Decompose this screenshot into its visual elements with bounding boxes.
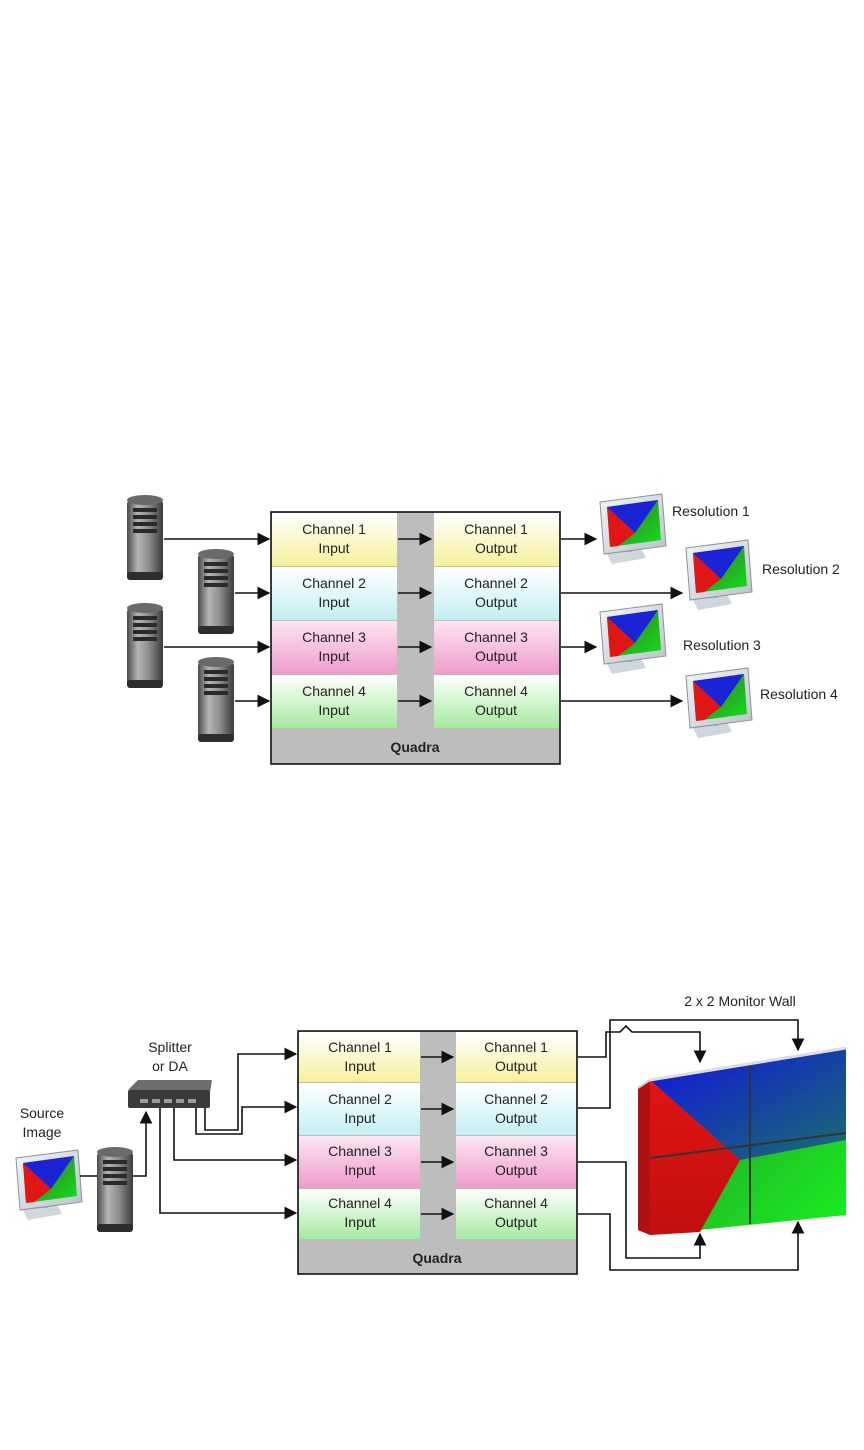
input-channel-1: Channel 1 Input xyxy=(299,1032,420,1082)
resolution-1-label: Resolution 1 xyxy=(672,503,750,519)
splitter-device xyxy=(128,1080,212,1108)
output-channel-2: Channel 2 Output xyxy=(434,567,559,620)
channel-4-input-line1: Channel 4 xyxy=(302,683,366,699)
quadra-label: Quadra xyxy=(390,739,439,755)
input-channel-3: Channel 3 Input xyxy=(299,1136,420,1188)
splitter-to-input-3 xyxy=(173,1108,298,1167)
channel-1-input-line1: Channel 1 xyxy=(302,521,366,537)
resolution-4-label: Resolution 4 xyxy=(760,686,838,702)
channel-1-output-line1: Channel 1 xyxy=(484,1039,548,1055)
server-icon xyxy=(127,603,163,688)
output-channel-3: Channel 3 Output xyxy=(434,621,559,674)
channel-2-output-line1: Channel 2 xyxy=(484,1091,548,1107)
resolution-2-label: Resolution 2 xyxy=(762,561,840,577)
output-channel-3: Channel 3 Output xyxy=(456,1136,576,1188)
output-channel-4: Channel 4 Output xyxy=(456,1189,576,1239)
resolution-3-label: Resolution 3 xyxy=(683,637,761,653)
server-icon xyxy=(127,495,163,580)
input-channel-2: Channel 2 Input xyxy=(299,1083,420,1135)
channel-1-input-line2: Input xyxy=(318,540,349,556)
channel-1-output-line2: Output xyxy=(495,1058,537,1074)
channel-3-output-line1: Channel 3 xyxy=(464,629,528,645)
channel-2-input-line2: Input xyxy=(344,1110,375,1126)
channel-2-output-line2: Output xyxy=(475,594,517,610)
channel-4-output-line1: Channel 4 xyxy=(484,1195,548,1211)
channel-3-input-line1: Channel 3 xyxy=(328,1143,392,1159)
channel-4-input-line2: Input xyxy=(344,1214,375,1230)
channel-1-input-line1: Channel 1 xyxy=(328,1039,392,1055)
splitter-to-input-1 xyxy=(204,1047,298,1131)
channel-4-input-line2: Input xyxy=(318,702,349,718)
channel-1-input-line2: Input xyxy=(344,1058,375,1074)
server-icon xyxy=(198,657,234,742)
server-to-splitter-arrow xyxy=(133,1110,153,1177)
server-icon xyxy=(198,549,234,634)
channel-1-output-line2: Output xyxy=(475,540,517,556)
monitor-icon xyxy=(599,493,667,565)
channel-3-input-line2: Input xyxy=(344,1162,375,1178)
input-channel-4: Channel 4 Input xyxy=(299,1189,420,1239)
splitter-to-input-4 xyxy=(159,1108,298,1220)
input-channel-3: Channel 3 Input xyxy=(272,621,397,674)
channel-1-output-line1: Channel 1 xyxy=(464,521,528,537)
channel-2-input-line2: Input xyxy=(318,594,349,610)
splitter-label-line2: or DA xyxy=(152,1058,188,1074)
channel-2-input-line1: Channel 2 xyxy=(302,575,366,591)
monitor-icon xyxy=(599,603,667,675)
output-channel-4: Channel 4 Output xyxy=(434,675,559,728)
channel-2-input-line1: Channel 2 xyxy=(328,1091,392,1107)
source-label-line1: Source xyxy=(20,1105,65,1121)
channel-2-output-line1: Channel 2 xyxy=(464,575,528,591)
server-icon xyxy=(97,1147,133,1232)
monitor-icon xyxy=(685,539,753,611)
output-channel-2: Channel 2 Output xyxy=(456,1083,576,1135)
output-channel-1: Channel 1 Output xyxy=(456,1032,576,1082)
diagram-2: Quadra Channel 1 Input Channel 2 Input C… xyxy=(15,993,847,1275)
channel-3-output-line1: Channel 3 xyxy=(484,1143,548,1159)
source-monitor-icon xyxy=(15,1149,83,1221)
source-label-line2: Image xyxy=(23,1124,62,1140)
channel-4-output-line2: Output xyxy=(495,1214,537,1230)
monitor-wall xyxy=(637,1046,847,1235)
input-channel-1: Channel 1 Input xyxy=(272,513,397,566)
monitor-wall-label: 2 x 2 Monitor Wall xyxy=(684,993,796,1009)
channel-4-input-line1: Channel 4 xyxy=(328,1195,392,1211)
input-channel-4: Channel 4 Input xyxy=(272,675,397,728)
splitter-label-line1: Splitter xyxy=(148,1039,192,1055)
monitor-icon xyxy=(685,667,753,739)
diagram-1: Quadra Channel 1 Input Channel 2 Input C… xyxy=(127,493,840,765)
output-to-wall-3 xyxy=(578,1161,707,1259)
channel-4-output-line1: Channel 4 xyxy=(464,683,528,699)
input-channel-2: Channel 2 Input xyxy=(272,567,397,620)
channel-3-input-line2: Input xyxy=(318,648,349,664)
channel-3-output-line2: Output xyxy=(475,648,517,664)
output-channel-1: Channel 1 Output xyxy=(434,513,559,566)
channel-2-output-line2: Output xyxy=(495,1110,537,1126)
channel-3-output-line2: Output xyxy=(495,1162,537,1178)
output-to-wall-4 xyxy=(578,1213,805,1271)
quadra-label: Quadra xyxy=(412,1250,461,1266)
output-to-wall-1 xyxy=(578,1024,707,1064)
splitter-to-input-2 xyxy=(195,1100,298,1135)
channel-3-input-line1: Channel 3 xyxy=(302,629,366,645)
output-to-wall-2 xyxy=(578,1019,805,1109)
channel-4-output-line2: Output xyxy=(475,702,517,718)
